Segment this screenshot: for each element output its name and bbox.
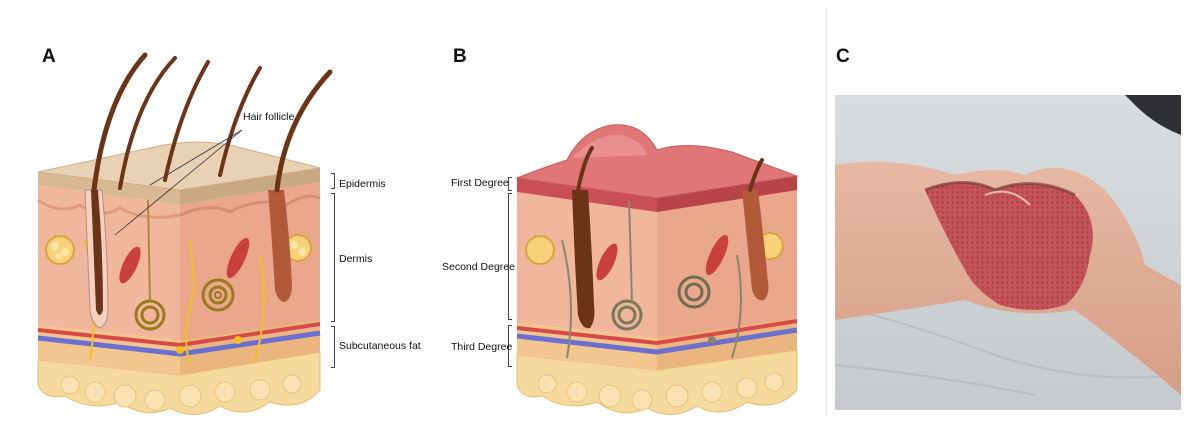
panel-divider — [826, 8, 827, 418]
label-subcutaneous-fat: Subcutaneous fat — [339, 340, 421, 352]
panel-letter-b: B — [453, 46, 467, 68]
label-first-degree: First Degree — [451, 177, 509, 189]
panel-letter-c: C — [836, 46, 850, 68]
skin-diagram-normal — [30, 40, 370, 440]
bracket-subcutaneous-fat — [331, 326, 335, 368]
label-dermis: Dermis — [339, 253, 372, 265]
label-hair-follicle: Hair follicle — [243, 111, 294, 123]
skin-diagram-burn-degrees — [512, 40, 812, 440]
bracket-epidermis — [331, 173, 335, 189]
burn-wound-photo — [835, 95, 1181, 410]
label-epidermis: Epidermis — [339, 178, 386, 190]
label-second-degree: Second Degree — [442, 261, 515, 273]
label-third-degree: Third Degree — [451, 341, 512, 353]
bracket-dermis — [331, 193, 335, 322]
bracket-second-degree — [508, 193, 512, 320]
